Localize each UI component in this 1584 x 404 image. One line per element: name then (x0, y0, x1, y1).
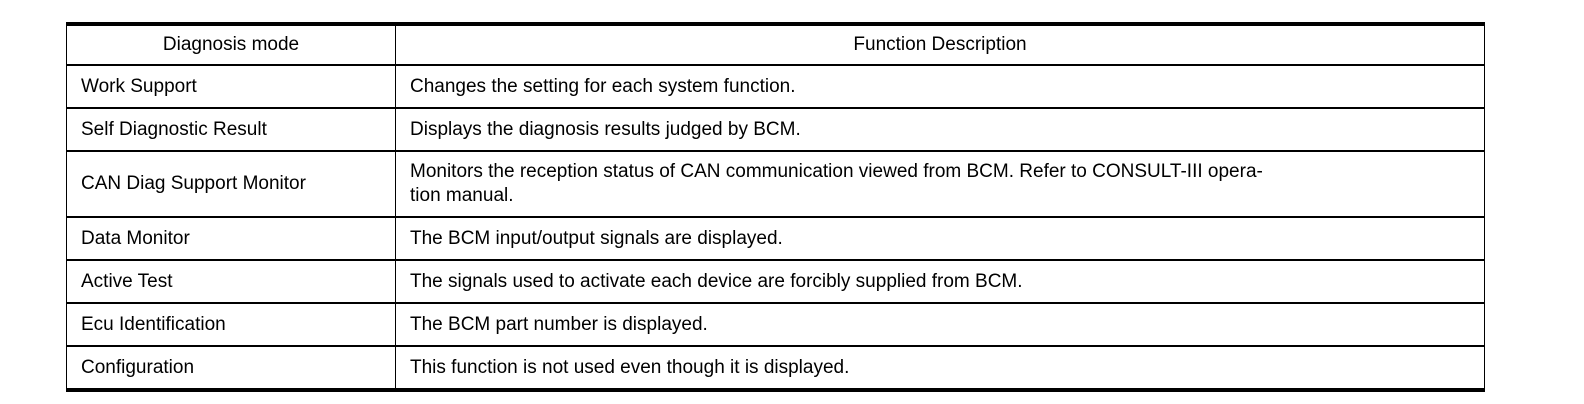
function-description-cell: Displays the diagnosis results judged by… (395, 107, 1485, 152)
diagnosis-mode-cell: CAN Diag Support Monitor (66, 150, 396, 218)
diagnosis-mode-cell: Work Support (66, 64, 396, 109)
function-description-cell: The signals used to activate each device… (395, 259, 1485, 304)
diagnosis-mode-cell: Self Diagnostic Result (66, 107, 396, 152)
diagnosis-mode-header: Diagnosis mode (66, 23, 396, 66)
function-description-cell: Changes the setting for each system func… (395, 64, 1485, 109)
function-description-cell: The BCM part number is displayed. (395, 302, 1485, 347)
function-description-cell: The BCM input/output signals are display… (395, 216, 1485, 261)
diagnosis-mode-cell: Ecu Identification (66, 302, 396, 347)
diagnosis-mode-cell: Configuration (66, 345, 396, 391)
function-description-cell: Monitors the reception status of CAN com… (395, 150, 1485, 218)
diagnosis-mode-table: Diagnosis mode Function Description Work… (66, 22, 1485, 392)
function-description-cell: This function is not used even though it… (395, 345, 1485, 391)
diagnosis-mode-cell: Data Monitor (66, 216, 396, 261)
table-header-row: Diagnosis mode Function Description (66, 23, 1485, 66)
diagnosis-mode-cell: Active Test (66, 259, 396, 304)
function-description-header: Function Description (395, 23, 1485, 66)
